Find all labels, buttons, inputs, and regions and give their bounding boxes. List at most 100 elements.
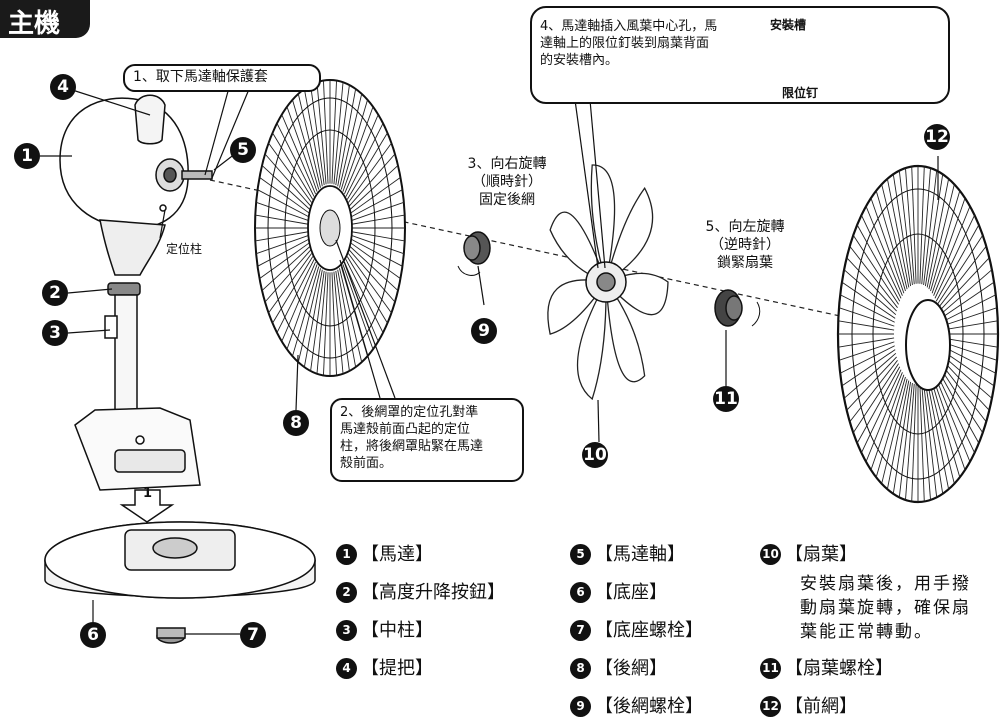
guard-wire xyxy=(846,257,897,312)
fan-blade-nut-drawing xyxy=(714,289,761,327)
callout-insert-shaft: 4、馬達軸插入風葉中心孔，馬 達軸上的限位釘裝到扇葉背面 的安裝槽內。 xyxy=(530,6,950,104)
guard-wire xyxy=(323,80,329,184)
guard-wire xyxy=(840,345,895,374)
guard-wire xyxy=(939,269,993,316)
guard-wire xyxy=(292,99,320,190)
legend-num: 5 xyxy=(570,544,591,565)
marker-center-pole: 3 xyxy=(42,320,68,346)
guard-wire xyxy=(350,165,399,210)
legend-motor: 1【馬達】 xyxy=(336,540,433,566)
guard-wire xyxy=(352,201,405,221)
callout-step1-text: 1、取下馬達軸保護套 xyxy=(133,69,268,85)
guard-wire xyxy=(264,153,311,207)
callout-step2-line2: 馬達殼前面凸起的定位 xyxy=(340,422,471,437)
guard-wire xyxy=(919,166,925,284)
legend-label: 【扇葉】 xyxy=(785,544,857,565)
legend-label: 【後網螺栓】 xyxy=(595,696,703,717)
legend-fan-blade-nut: 11【扇葉螺栓】 xyxy=(760,654,893,680)
guard-wire xyxy=(919,384,925,502)
guard-wire xyxy=(348,253,392,314)
guard-wire xyxy=(838,307,895,327)
guard-wire xyxy=(350,246,399,291)
legend-num: 1 xyxy=(336,544,357,565)
guard-wire xyxy=(255,231,308,242)
guard-wire xyxy=(875,190,906,292)
guard-wire xyxy=(892,381,912,494)
guard-wire xyxy=(849,360,898,423)
guard-wire xyxy=(344,261,379,342)
legend-label: 【後網】 xyxy=(595,658,667,679)
guard-wire xyxy=(841,281,896,319)
guard-wire xyxy=(843,352,897,399)
legend-num: 10 xyxy=(760,544,781,565)
guard-wire xyxy=(264,249,311,303)
guard-wire xyxy=(861,215,902,299)
guard-wire xyxy=(352,231,405,242)
guard-wire xyxy=(840,294,895,323)
guard-wire xyxy=(941,320,998,331)
guard-wire xyxy=(856,224,901,302)
marker-motor-shaft: 5 xyxy=(230,137,256,163)
guard-wire xyxy=(886,380,910,490)
callout-remove-shaft-cover: 1、取下馬達軸保護套 xyxy=(123,64,321,92)
guard-wire xyxy=(938,245,987,308)
marker-front-guard: 12 xyxy=(924,124,950,150)
guard-wire xyxy=(276,259,315,333)
guard-wire xyxy=(350,177,401,214)
guard-wire xyxy=(937,235,984,305)
legend-label: 【中柱】 xyxy=(361,620,433,641)
guard-wire xyxy=(923,382,938,498)
front-guard-drawing xyxy=(836,164,1000,504)
guard-wire xyxy=(941,337,998,348)
fan-blade xyxy=(590,164,616,283)
guard-wire xyxy=(340,99,368,190)
guard-wire xyxy=(259,177,310,214)
marker-fan-blade-nut: 11 xyxy=(713,386,739,412)
guard-wire xyxy=(931,374,966,471)
guard-wire xyxy=(838,337,895,348)
guard-wire xyxy=(255,201,308,221)
guard-wire xyxy=(935,366,980,444)
guard-wire xyxy=(856,366,901,444)
legend-num: 3 xyxy=(336,620,357,641)
guard-wire xyxy=(852,235,899,305)
fan-note-line1: 安裝扇葉後，用手撥 xyxy=(800,574,971,594)
guard-wire xyxy=(348,142,392,203)
guard-wire xyxy=(898,170,913,286)
guard-wire xyxy=(255,235,308,255)
guard-wire xyxy=(316,271,327,374)
guard-wire xyxy=(861,369,902,453)
guard-wire xyxy=(886,178,910,288)
guard-wire xyxy=(930,376,961,478)
guard-wire xyxy=(316,82,327,185)
inset-slot-label: 安裝槽 xyxy=(770,18,807,32)
guard-wire xyxy=(268,253,312,314)
fan-note-line3: 葉能正常轉動。 xyxy=(800,622,933,642)
guard-wire xyxy=(331,80,337,184)
guard-wire xyxy=(310,84,325,186)
marker-rear-guard: 8 xyxy=(283,410,309,436)
guard-wire xyxy=(838,320,895,331)
guard-wire xyxy=(272,256,314,324)
legend-label: 【扇葉螺栓】 xyxy=(785,658,893,679)
guard-wire xyxy=(310,270,325,372)
legend-num: 7 xyxy=(570,620,591,641)
guard-wire xyxy=(841,349,896,387)
fan-blade-note: 安裝扇葉後，用手撥 動扇葉旋轉，確保扇 葉能正常轉動。 xyxy=(800,572,1000,644)
legend-label: 【馬達】 xyxy=(361,544,433,565)
guard-wire xyxy=(930,190,961,292)
step5-instruction: 5、向左旋轉 （逆時針） 鎖緊扇葉 xyxy=(690,218,800,272)
guard-wire xyxy=(911,166,917,284)
leader-lines xyxy=(40,81,939,635)
guard-wire xyxy=(286,264,318,350)
guard-wire xyxy=(846,356,897,411)
guard-wire xyxy=(933,206,971,296)
fan-blade xyxy=(549,211,608,284)
marker-rear-guard-nut: 9 xyxy=(471,318,497,344)
guard-wire xyxy=(921,383,931,500)
rear-guard-drawing xyxy=(254,79,406,377)
guard-wire xyxy=(928,378,955,484)
legend-front-guard: 12【前網】 xyxy=(760,692,857,718)
guard-wire xyxy=(276,123,315,197)
guard-wire xyxy=(941,294,996,323)
